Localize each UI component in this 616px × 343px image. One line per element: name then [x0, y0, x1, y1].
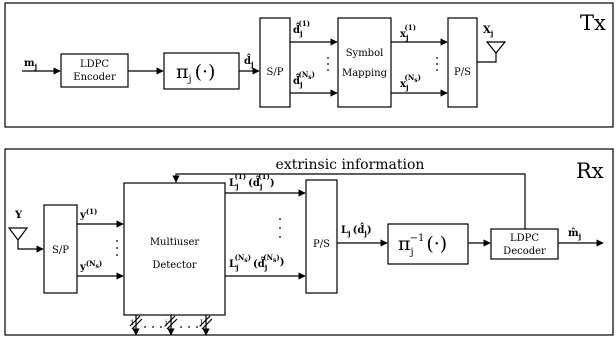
y-1-label: y(1): [79, 207, 97, 221]
rx-ps-block: [305, 179, 338, 294]
rx-antenna-icon: [7, 227, 29, 241]
rx-sp-block: [43, 204, 78, 294]
user-output-taps: [129, 315, 213, 336]
coded-bits-label: d̂j: [244, 54, 254, 69]
tx-antenna-icon: [485, 41, 507, 54]
sp-out-ns-label: d̂j(Ns): [293, 70, 315, 89]
tx-map-vdots: [436, 57, 438, 71]
mapping-label-line1: Symbol: [346, 48, 384, 59]
edge-antenna-to-sp: [17, 240, 44, 253]
decoder-label-line2: Decoder: [503, 246, 546, 257]
rx-output-label: m̂j: [568, 228, 581, 241]
map-out-1-label: xj(1): [400, 23, 416, 42]
tx-panel-label: Tx: [580, 11, 606, 35]
rx-input-label: Y: [14, 210, 23, 221]
tx-sp-vdots: [327, 57, 329, 71]
tx-input-label: mj: [24, 58, 37, 71]
deinterleaver-label: πj−1(·): [398, 233, 447, 258]
tx-sp-block: [259, 17, 291, 108]
detector-label-line1: Multiuser: [150, 237, 200, 248]
mapping-label-line2: Mapping: [342, 68, 388, 79]
ldpc-encoder-block: [60, 53, 129, 88]
user-1-slash-a: [129, 315, 141, 327]
user-1-label: 1: [130, 319, 134, 327]
user-J-label: J: [199, 319, 203, 327]
llr-1-label: Lj(1)(d̂j(1)): [229, 172, 275, 191]
sp-out-1-label: d̂j(1): [293, 19, 310, 38]
rx-ps-label: P/S: [313, 239, 330, 250]
user-j-label: j: [164, 319, 167, 327]
symbol-mapping-block: [337, 17, 392, 108]
tx-ps-block: [447, 17, 478, 108]
user-j-slash-b: [166, 318, 178, 330]
interleaver-label: πj(·): [176, 61, 215, 85]
rx-panel: [4, 148, 614, 336]
tx-output-label: Xj: [483, 25, 493, 38]
llr-ns-label: Lj(Ns)(d̂j(Ns)): [229, 253, 284, 272]
multiuser-detector-block: [123, 182, 226, 316]
extrinsic-info-label: extrinsic information: [276, 157, 425, 173]
tx-panel: [4, 2, 614, 128]
rx-llr-vdots: [279, 218, 281, 238]
tx-sp-label: S/P: [267, 67, 284, 78]
edge-ps-to-antenna: [477, 52, 497, 63]
y-ns-label: y(Ns): [79, 259, 102, 273]
edge-extrinsic-feedback: [172, 173, 526, 229]
user-J-slash-a: [199, 315, 211, 327]
encoder-label-line1: LDPC: [80, 59, 109, 70]
rx-panel-label: Rx: [576, 159, 604, 183]
decoder-label-line1: LDPC: [510, 233, 539, 244]
deinterleaver-block: [387, 223, 469, 265]
user-j-slash-a: [164, 315, 176, 327]
ldpc-decoder-block: [490, 228, 559, 260]
rx-sp-label: S/P: [52, 245, 69, 256]
encoder-label-line2: Encoder: [73, 72, 116, 83]
user-J-slash-b: [201, 318, 213, 330]
tx-ps-label: P/S: [454, 67, 471, 78]
map-out-ns-label: xj(Ns): [400, 73, 421, 92]
rx-y-vdots: [116, 240, 118, 256]
detector-label-line2: Detector: [152, 260, 197, 271]
user-1-slash-b: [131, 318, 143, 330]
llr-serial-label: Lj(d̂j): [341, 223, 372, 238]
